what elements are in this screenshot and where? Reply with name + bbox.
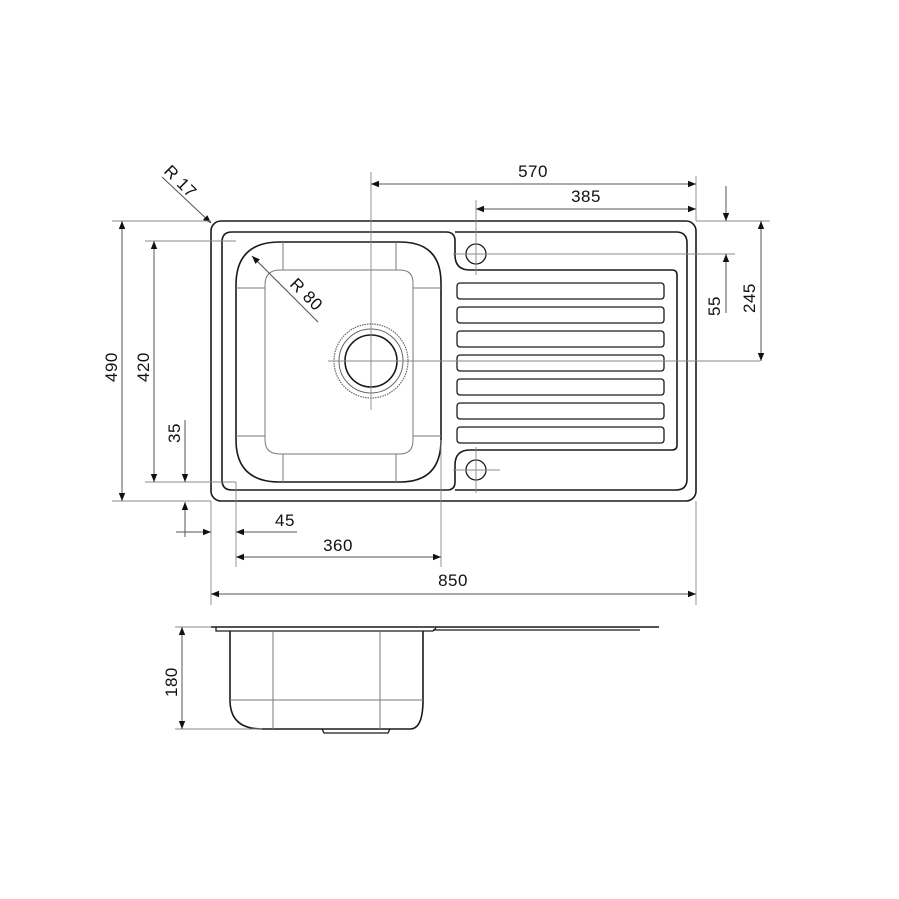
dim-45: 45: [275, 511, 295, 530]
dim-490: 490: [102, 352, 121, 382]
side-view: 180: [162, 626, 659, 734]
bowl-bottom-outline: [264, 269, 414, 455]
dim-180: 180: [162, 667, 181, 697]
tap-hole-bottom-icon: [453, 447, 500, 493]
sink-inner-rim: [221, 231, 678, 491]
top-view: [210, 172, 760, 502]
dim-55: 55: [705, 296, 724, 316]
bowl-outline: [235, 241, 442, 483]
drainer-ribs: [456, 282, 665, 444]
tap-hole-top-icon: [465, 200, 487, 275]
dim-850: 850: [438, 571, 468, 590]
drain-outlet: [321, 728, 391, 734]
dim-570: 570: [518, 162, 548, 181]
bowl-section-outline: [229, 631, 424, 730]
dim-420: 420: [134, 352, 153, 382]
dim-360: 360: [323, 536, 353, 555]
dim-r80: R 80: [286, 274, 326, 314]
dim-35: 35: [165, 423, 184, 443]
dimensions: R 17 R 80 570 385 55 245 490 420 35: [102, 161, 770, 605]
dim-245: 245: [740, 283, 759, 313]
dim-385: 385: [571, 187, 601, 206]
